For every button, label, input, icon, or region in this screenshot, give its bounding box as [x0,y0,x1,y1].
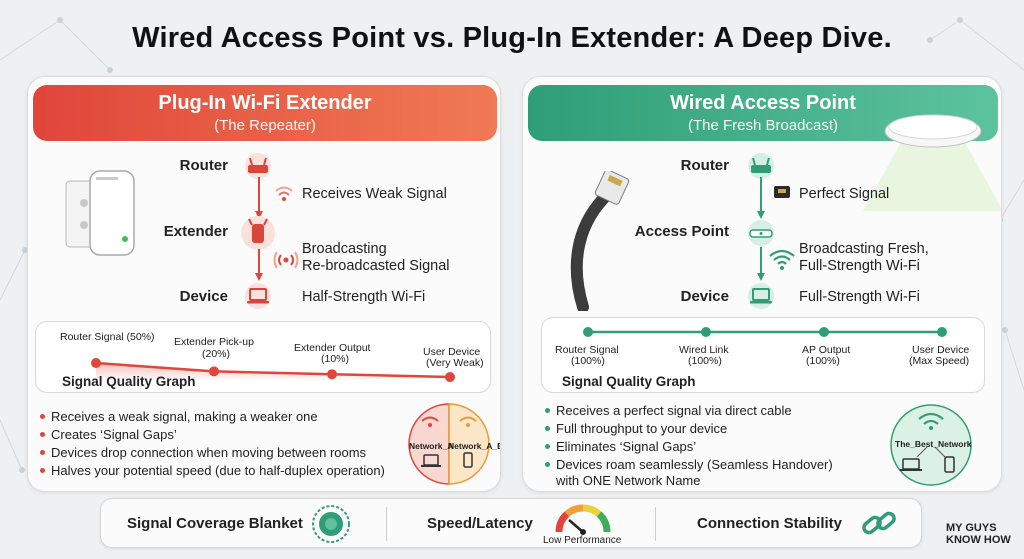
ap-router-label: Router [680,157,729,174]
comparison-bar: Signal Coverage Blanket Speed/Latency Lo… [100,498,922,548]
connection-stability-label: Connection Stability [697,515,843,532]
coverage-label: Signal Coverage Blanket [127,515,303,532]
graph-point-0 [583,327,593,337]
network-a-label: Network_A [409,441,454,451]
flow-arrow-down [255,249,263,281]
ceiling-access-point-illustration [863,114,1001,211]
ap-router-note: Perfect Signal [799,186,890,202]
graph-label-3-line2: (Max Speed) [909,355,970,367]
graph-label-2-line2: (100%) [806,355,840,367]
speed-latency-label: Speed/Latency [427,515,533,532]
graph-point-2 [819,327,829,337]
graph-label-3-line2: (Very Weak) [426,357,484,369]
extender-bullet-4: Halves your potential speed (due to half… [40,463,385,479]
gauge-caption: Low Performance [543,535,622,546]
ap-device-note: Full-Strength Wi-Fi [799,289,920,305]
logo-line-1: MY GUYS [946,522,997,534]
extender-signal-graph: Router Signal (50%) Extender Pick-up (20… [35,321,491,393]
extender-subheading: (The Repeater) [214,117,316,134]
flow-arrow-down [255,177,263,219]
access-point-panel: Wired Access Point (The Fresh Broadcast)… [522,76,1002,492]
graph-label-0-line2: (100%) [571,355,605,367]
extender-bullet-2: Creates ‘Signal Gaps’ [40,427,177,443]
graph-label-1-line1: Extender Pick-up [174,336,254,348]
extender-bullet-1: Receives a weak signal, making a weaker … [40,409,318,425]
extender-device-label: Device [179,288,228,305]
weak-wifi-icon [275,186,293,201]
graph-label-1-line2: (100%) [688,355,722,367]
ap-bullet-3: Eliminates ‘Signal Gaps’ [545,439,696,455]
flow-arrow-down [757,177,765,219]
access-point-signal-graph-plot [583,327,947,337]
extender-heading: Plug-In Wi-Fi Extender [158,92,372,114]
page-title: Wired Access Point vs. Plug-In Extender:… [132,22,892,54]
extender-device-note: Half-Strength Wi-Fi [302,289,426,305]
access-point-signal-graph: Router Signal (100%) Wired Link (100%) A… [541,317,985,393]
graph-point-1 [701,327,711,337]
performance-gauge-icon [555,504,611,535]
graph-point-0 [91,358,101,368]
graph-label-3-line1: User Device [423,346,481,358]
ap-bullet-4-continued: with ONE Network Name [556,473,701,488]
access-point-graph-title: Signal Quality Graph [562,374,696,389]
access-point-subheading: (The Fresh Broadcast) [687,117,839,134]
ap-note-2: Full-Strength Wi-Fi [799,258,920,274]
router-icon [748,153,774,179]
access-point-heading: Wired Access Point [670,92,856,114]
ap-label: Access Point [634,223,729,240]
ethernet-port-icon [774,186,790,198]
extender-signal-graph-plot [91,358,455,382]
extender-panel: Plug-In Wi-Fi Extender (The Repeater) Ro… [27,76,501,492]
ap-bullet-1: Receives a perfect signal via direct cab… [545,403,792,419]
graph-label-0-line1: Router Signal [555,344,619,356]
two-networks-icon [408,403,490,485]
ap-bullet-2: Full throughput to your device [545,421,727,437]
extender-note-2: Re-broadcasted Signal [302,258,450,274]
extender-banner: Plug-In Wi-Fi Extender (The Repeater) [33,85,497,141]
graph-label-2-line1: Extender Output [294,342,371,354]
graph-line [95,361,451,379]
extender-router-label: Router [179,157,228,174]
router-icon [245,153,271,179]
chain-link-icon [862,511,896,535]
extender-note-1: Broadcasting [302,241,387,257]
ap-note-1: Broadcasting Fresh, [799,241,929,257]
brand-logo: MY GUYS KNOW HOW [946,522,1011,546]
extender-device-icon [241,216,275,250]
bar-separator [655,507,656,541]
ap-bullet-4: Devices roam seamlessly (Seamless Handov… [545,457,833,473]
flow-arrow-down [757,247,765,281]
laptop-icon [748,283,774,309]
laptop-icon [245,283,271,309]
coverage-blanket-icon [312,505,350,543]
graph-point-2 [327,369,337,380]
broadcast-waves-icon [273,251,299,269]
graph-label-2-line2: (10%) [321,353,350,365]
graph-point-1 [209,366,219,377]
graph-label-1-line2: (20%) [202,348,231,360]
extender-bullet-3: Devices drop connection when moving betw… [40,445,366,461]
graph-point-3 [445,372,455,382]
extender-graph-title: Signal Quality Graph [62,374,196,389]
graph-label-1-line1: Wired Link [679,344,729,356]
access-point-banner: Wired Access Point (The Fresh Broadcast) [528,85,998,141]
single-network-label: The_Best_Network [895,439,972,449]
plug-in-extender-illustration [65,170,135,256]
graph-label-0-line1: Router Signal (50%) [60,331,155,343]
graph-point-3 [937,327,947,337]
single-network-icon [890,404,972,486]
graph-area [96,363,450,381]
graph-label-2-line1: AP Output [802,344,851,356]
extender-extender-label: Extender [163,223,228,240]
network-a-ext-label: Network_A_EXT [448,441,500,451]
graph-label-3-line1: User Device [912,344,970,356]
bar-separator [386,507,387,541]
access-point-icon [748,220,774,246]
extender-router-note: Receives Weak Signal [302,186,447,202]
strong-wifi-icon [769,249,795,270]
ethernet-cable-illustration [570,171,630,311]
logo-line-2: KNOW HOW [946,534,1011,546]
ap-device-label: Device [680,288,729,305]
